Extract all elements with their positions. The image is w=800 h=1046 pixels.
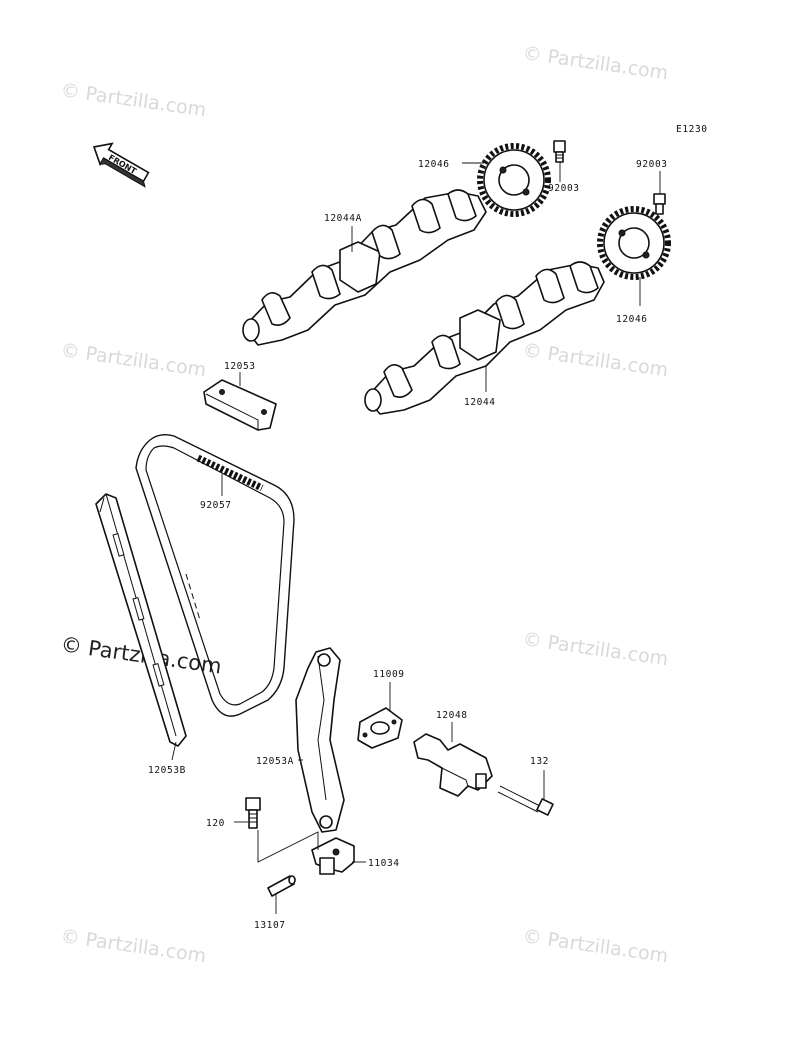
part-labels: 12046 92003 92003 12044A 12046 12053 120… bbox=[148, 159, 668, 931]
gasket-11009 bbox=[357, 707, 403, 749]
bolt-120 bbox=[245, 797, 261, 829]
leader-lines bbox=[171, 162, 661, 914]
camshaft-12044a bbox=[242, 189, 487, 346]
watermark-bottom-right: © Partzilla.com bbox=[521, 925, 669, 967]
label-11009: 11009 bbox=[373, 669, 405, 680]
sprocket-bolt-top bbox=[553, 140, 566, 163]
label-11034: 11034 bbox=[368, 858, 400, 869]
watermark-top-right: © Partzilla.com bbox=[521, 42, 669, 84]
bracket-11034 bbox=[311, 837, 355, 875]
chain-guide-12053 bbox=[203, 379, 277, 431]
label-12044a: 12044A bbox=[324, 213, 362, 224]
camshaft-sprocket-right bbox=[597, 206, 671, 280]
chain-tensioner-guide-12053a bbox=[295, 647, 345, 833]
label-92003-top: 92003 bbox=[548, 183, 580, 194]
label-12044: 12044 bbox=[464, 397, 496, 408]
label-13107: 13107 bbox=[254, 920, 286, 931]
front-arrow-icon: FRONT bbox=[92, 142, 150, 188]
cam-chain-92057 bbox=[135, 433, 295, 717]
tensioner-bolt-132 bbox=[497, 785, 554, 816]
watermark-bottom-left: © Partzilla.com bbox=[59, 925, 207, 967]
camshaft-sprocket-top bbox=[477, 143, 551, 217]
label-12046-top: 12046 bbox=[418, 159, 450, 170]
label-12048: 12048 bbox=[436, 710, 468, 721]
label-12046-right: 12046 bbox=[616, 314, 648, 325]
label-92003-right: 92003 bbox=[636, 159, 668, 170]
watermark-center-right: © Partzilla.com bbox=[521, 628, 669, 670]
diagram-code: E1230 bbox=[676, 124, 708, 135]
chain-tensioner-12048 bbox=[413, 733, 493, 797]
label-92057: 92057 bbox=[200, 500, 232, 511]
sprocket-bolt-right bbox=[653, 193, 666, 215]
watermark-group: © Partzilla.com © Partzilla.com © Partzi… bbox=[59, 42, 669, 967]
label-120: 120 bbox=[206, 818, 225, 829]
chain-guide-12053b bbox=[95, 493, 187, 747]
watermark-top-left: © Partzilla.com bbox=[59, 79, 207, 121]
watermark-mid-right: © Partzilla.com bbox=[521, 339, 669, 381]
watermark-mid-left: © Partzilla.com bbox=[59, 339, 207, 381]
pin-13107 bbox=[267, 875, 296, 897]
label-12053a: 12053A bbox=[256, 756, 294, 767]
label-12053b: 12053B bbox=[148, 765, 186, 776]
label-12053: 12053 bbox=[224, 361, 256, 372]
label-132: 132 bbox=[530, 756, 549, 767]
camshaft-12044 bbox=[364, 261, 605, 415]
